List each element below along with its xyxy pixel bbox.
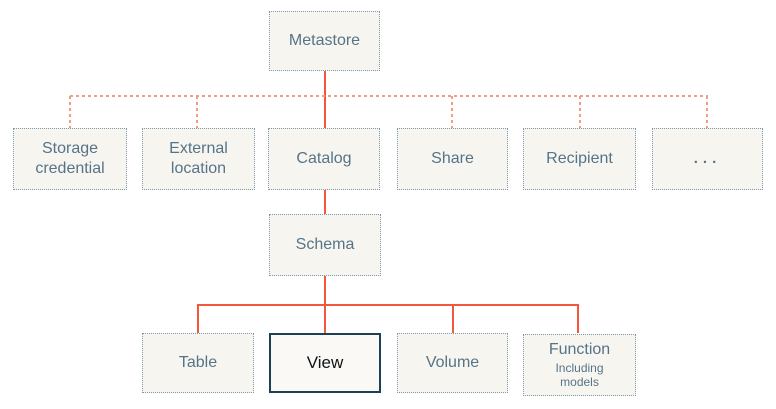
edge-drop-external-location [196,96,198,128]
node-volume: Volume [397,333,508,393]
node-view-label: View [306,352,344,372]
edge-drop-table [197,305,199,333]
node-table-label: Table [178,354,218,372]
node-share-label: Share [431,150,474,168]
edge-drop-more [706,96,708,128]
edge-drop-recipient [579,96,581,128]
node-recipient-label: Recipient [546,150,613,168]
node-external-location-label: External location [169,140,228,177]
node-storage-credential-label: Storage credential [35,140,105,177]
edge-drop-share [451,96,453,128]
node-storage-credential: Storage credential [13,128,127,190]
node-function-label: Function [548,341,611,359]
node-external-location: External location [142,128,255,190]
node-share: Share [397,128,508,190]
node-more-label: ... [693,149,722,167]
edge-drop-function [577,305,579,333]
node-schema: Schema [269,214,381,276]
node-table: Table [142,333,254,393]
node-volume-label: Volume [425,354,480,372]
edge-drop-volume [452,305,454,333]
edge-drop-storage-credential [69,96,71,128]
node-more: ... [652,128,763,190]
node-recipient: Recipient [523,128,636,190]
edge-metastore-catalog-upper [324,71,326,128]
node-metastore-label: Metastore [288,32,361,50]
node-schema-label: Schema [295,236,355,254]
node-function-sublabel: Including models [555,360,604,389]
edge-metastore-children-rail [70,95,708,97]
node-function: Function Including models [523,334,636,396]
node-metastore: Metastore [269,11,380,71]
edge-schema-children-rail [197,304,579,306]
node-view: View [269,333,381,393]
node-catalog: Catalog [268,128,380,190]
edge-catalog-schema [324,190,326,214]
node-catalog-label: Catalog [296,150,352,168]
